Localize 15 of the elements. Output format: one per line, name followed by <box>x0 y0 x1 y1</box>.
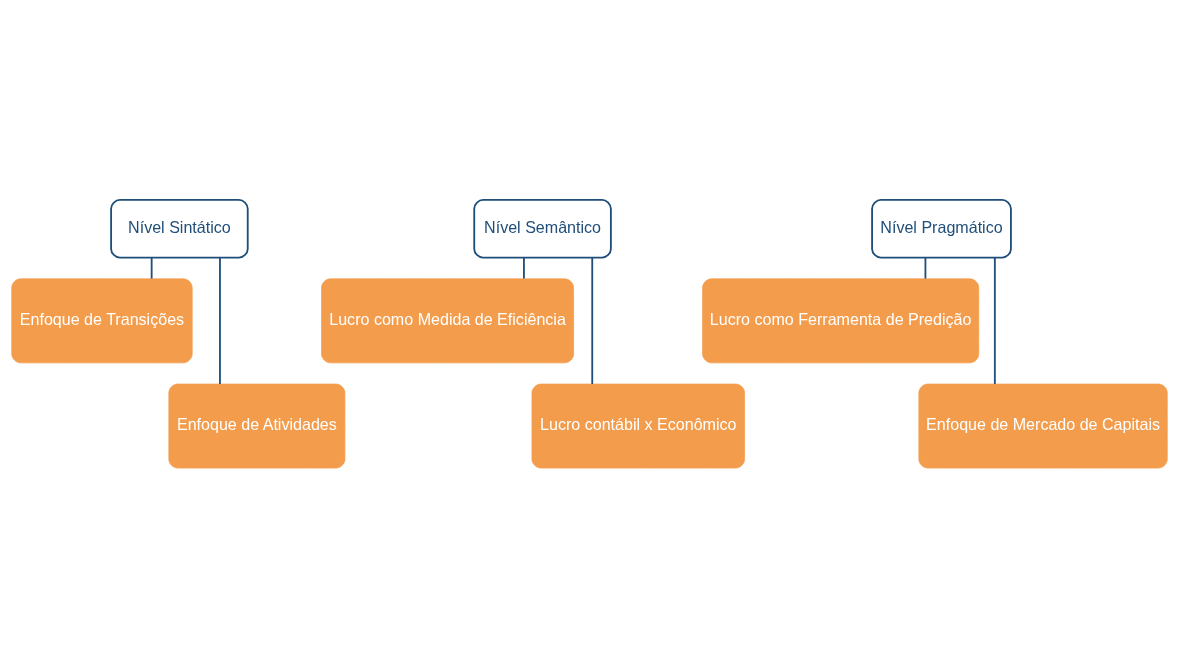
node-box: Lucro contábil x Econômico <box>531 383 745 469</box>
connector <box>993 256 996 385</box>
connector <box>591 256 594 385</box>
node-box: Lucro como Medida de Eficiência <box>321 278 574 364</box>
connector <box>150 256 153 280</box>
node-box: Enfoque de Mercado de Capitais <box>918 383 1168 469</box>
node-box: Nível Pragmático <box>871 199 1012 259</box>
node-box: Enfoque de Atividades <box>168 383 346 469</box>
node-box: Enfoque de Transições <box>11 278 193 364</box>
connector <box>523 256 525 280</box>
node-box: Nível Semântico <box>473 199 612 259</box>
connector <box>924 256 927 280</box>
connector <box>219 256 221 385</box>
node-box: Nível Sintático <box>110 199 249 259</box>
node-box: Lucro como Ferramenta de Predição <box>702 278 980 364</box>
